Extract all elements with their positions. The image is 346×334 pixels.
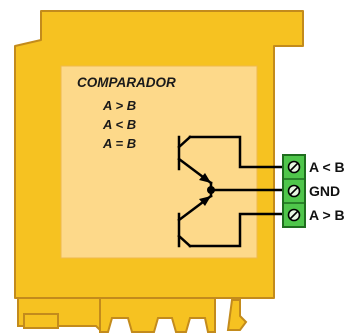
terminal-label-gnd: GND [309, 183, 340, 199]
terminal-screw-2-icon [287, 184, 301, 198]
lower-collector-wire [188, 212, 285, 248]
label-panel [60, 65, 258, 259]
upper-collector-line [177, 135, 192, 149]
terminal-label-a-greater-b: A > B [309, 207, 345, 223]
emitter-junction-dot [207, 186, 215, 194]
condition-equal: A = B [102, 136, 136, 151]
lower-emitter-arrow [199, 196, 211, 206]
din-rail-clip [17, 297, 248, 333]
transistor-schematic [177, 135, 285, 248]
condition-greater: A > B [102, 98, 136, 113]
upper-emitter-arrow [199, 173, 211, 183]
upper-collector-wire [188, 135, 285, 169]
terminal-label-a-less-b: A < B [309, 159, 345, 175]
module-title: COMPARADOR [77, 75, 176, 90]
lower-collector-line [177, 234, 192, 248]
terminal-screw-3-icon [287, 208, 301, 222]
terminal-screw-1-icon [287, 160, 301, 174]
condition-less: A < B [102, 117, 136, 132]
terminal-block [282, 154, 306, 228]
